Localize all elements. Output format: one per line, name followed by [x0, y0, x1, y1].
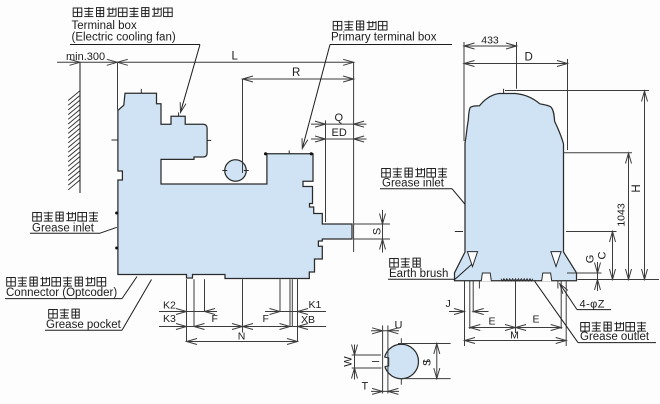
- svg-text:K3: K3: [163, 313, 176, 325]
- svg-text:Terminal box: Terminal box: [72, 20, 137, 32]
- svg-text:Connector (Optcoder): Connector (Optcoder): [6, 287, 117, 299]
- svg-text:T: T: [362, 381, 369, 393]
- svg-text:K2: K2: [163, 300, 176, 312]
- svg-text:E: E: [533, 314, 540, 326]
- svg-text:Earth brush: Earth brush: [389, 268, 448, 280]
- svg-text:4-φZ: 4-φZ: [580, 298, 605, 310]
- svg-text:J: J: [446, 298, 451, 310]
- svg-text:S: S: [372, 228, 384, 235]
- svg-text:XB: XB: [301, 314, 315, 326]
- svg-text:Grease outlet: Grease outlet: [580, 331, 650, 343]
- svg-text:U: U: [395, 320, 403, 332]
- svg-text:433: 433: [481, 35, 499, 47]
- svg-text:Q: Q: [335, 112, 344, 124]
- svg-text:Primary terminal box: Primary terminal box: [331, 31, 437, 43]
- svg-text:(Electric cooling fan): (Electric cooling fan): [72, 32, 176, 44]
- svg-text:M: M: [510, 330, 519, 342]
- svg-text:S: S: [422, 359, 434, 366]
- svg-text:K1: K1: [309, 299, 322, 311]
- svg-text:F: F: [263, 313, 269, 325]
- svg-text:G: G: [585, 255, 597, 264]
- svg-text:H: H: [631, 184, 643, 192]
- svg-text:1043: 1043: [616, 203, 628, 227]
- svg-text:Grease pocket: Grease pocket: [46, 319, 122, 331]
- svg-text:L: L: [232, 51, 239, 63]
- svg-text:C: C: [597, 251, 609, 259]
- svg-text:E: E: [489, 316, 496, 328]
- svg-text:N: N: [238, 331, 246, 343]
- svg-text:F: F: [212, 313, 218, 325]
- svg-text:D: D: [525, 52, 533, 64]
- svg-text:ED: ED: [332, 127, 347, 139]
- svg-text:W: W: [343, 356, 355, 367]
- svg-text:R: R: [292, 67, 300, 79]
- svg-text:min.300: min.300: [66, 51, 105, 63]
- svg-text:Grease inlet: Grease inlet: [382, 177, 445, 189]
- svg-text:Grease inlet: Grease inlet: [32, 222, 95, 234]
